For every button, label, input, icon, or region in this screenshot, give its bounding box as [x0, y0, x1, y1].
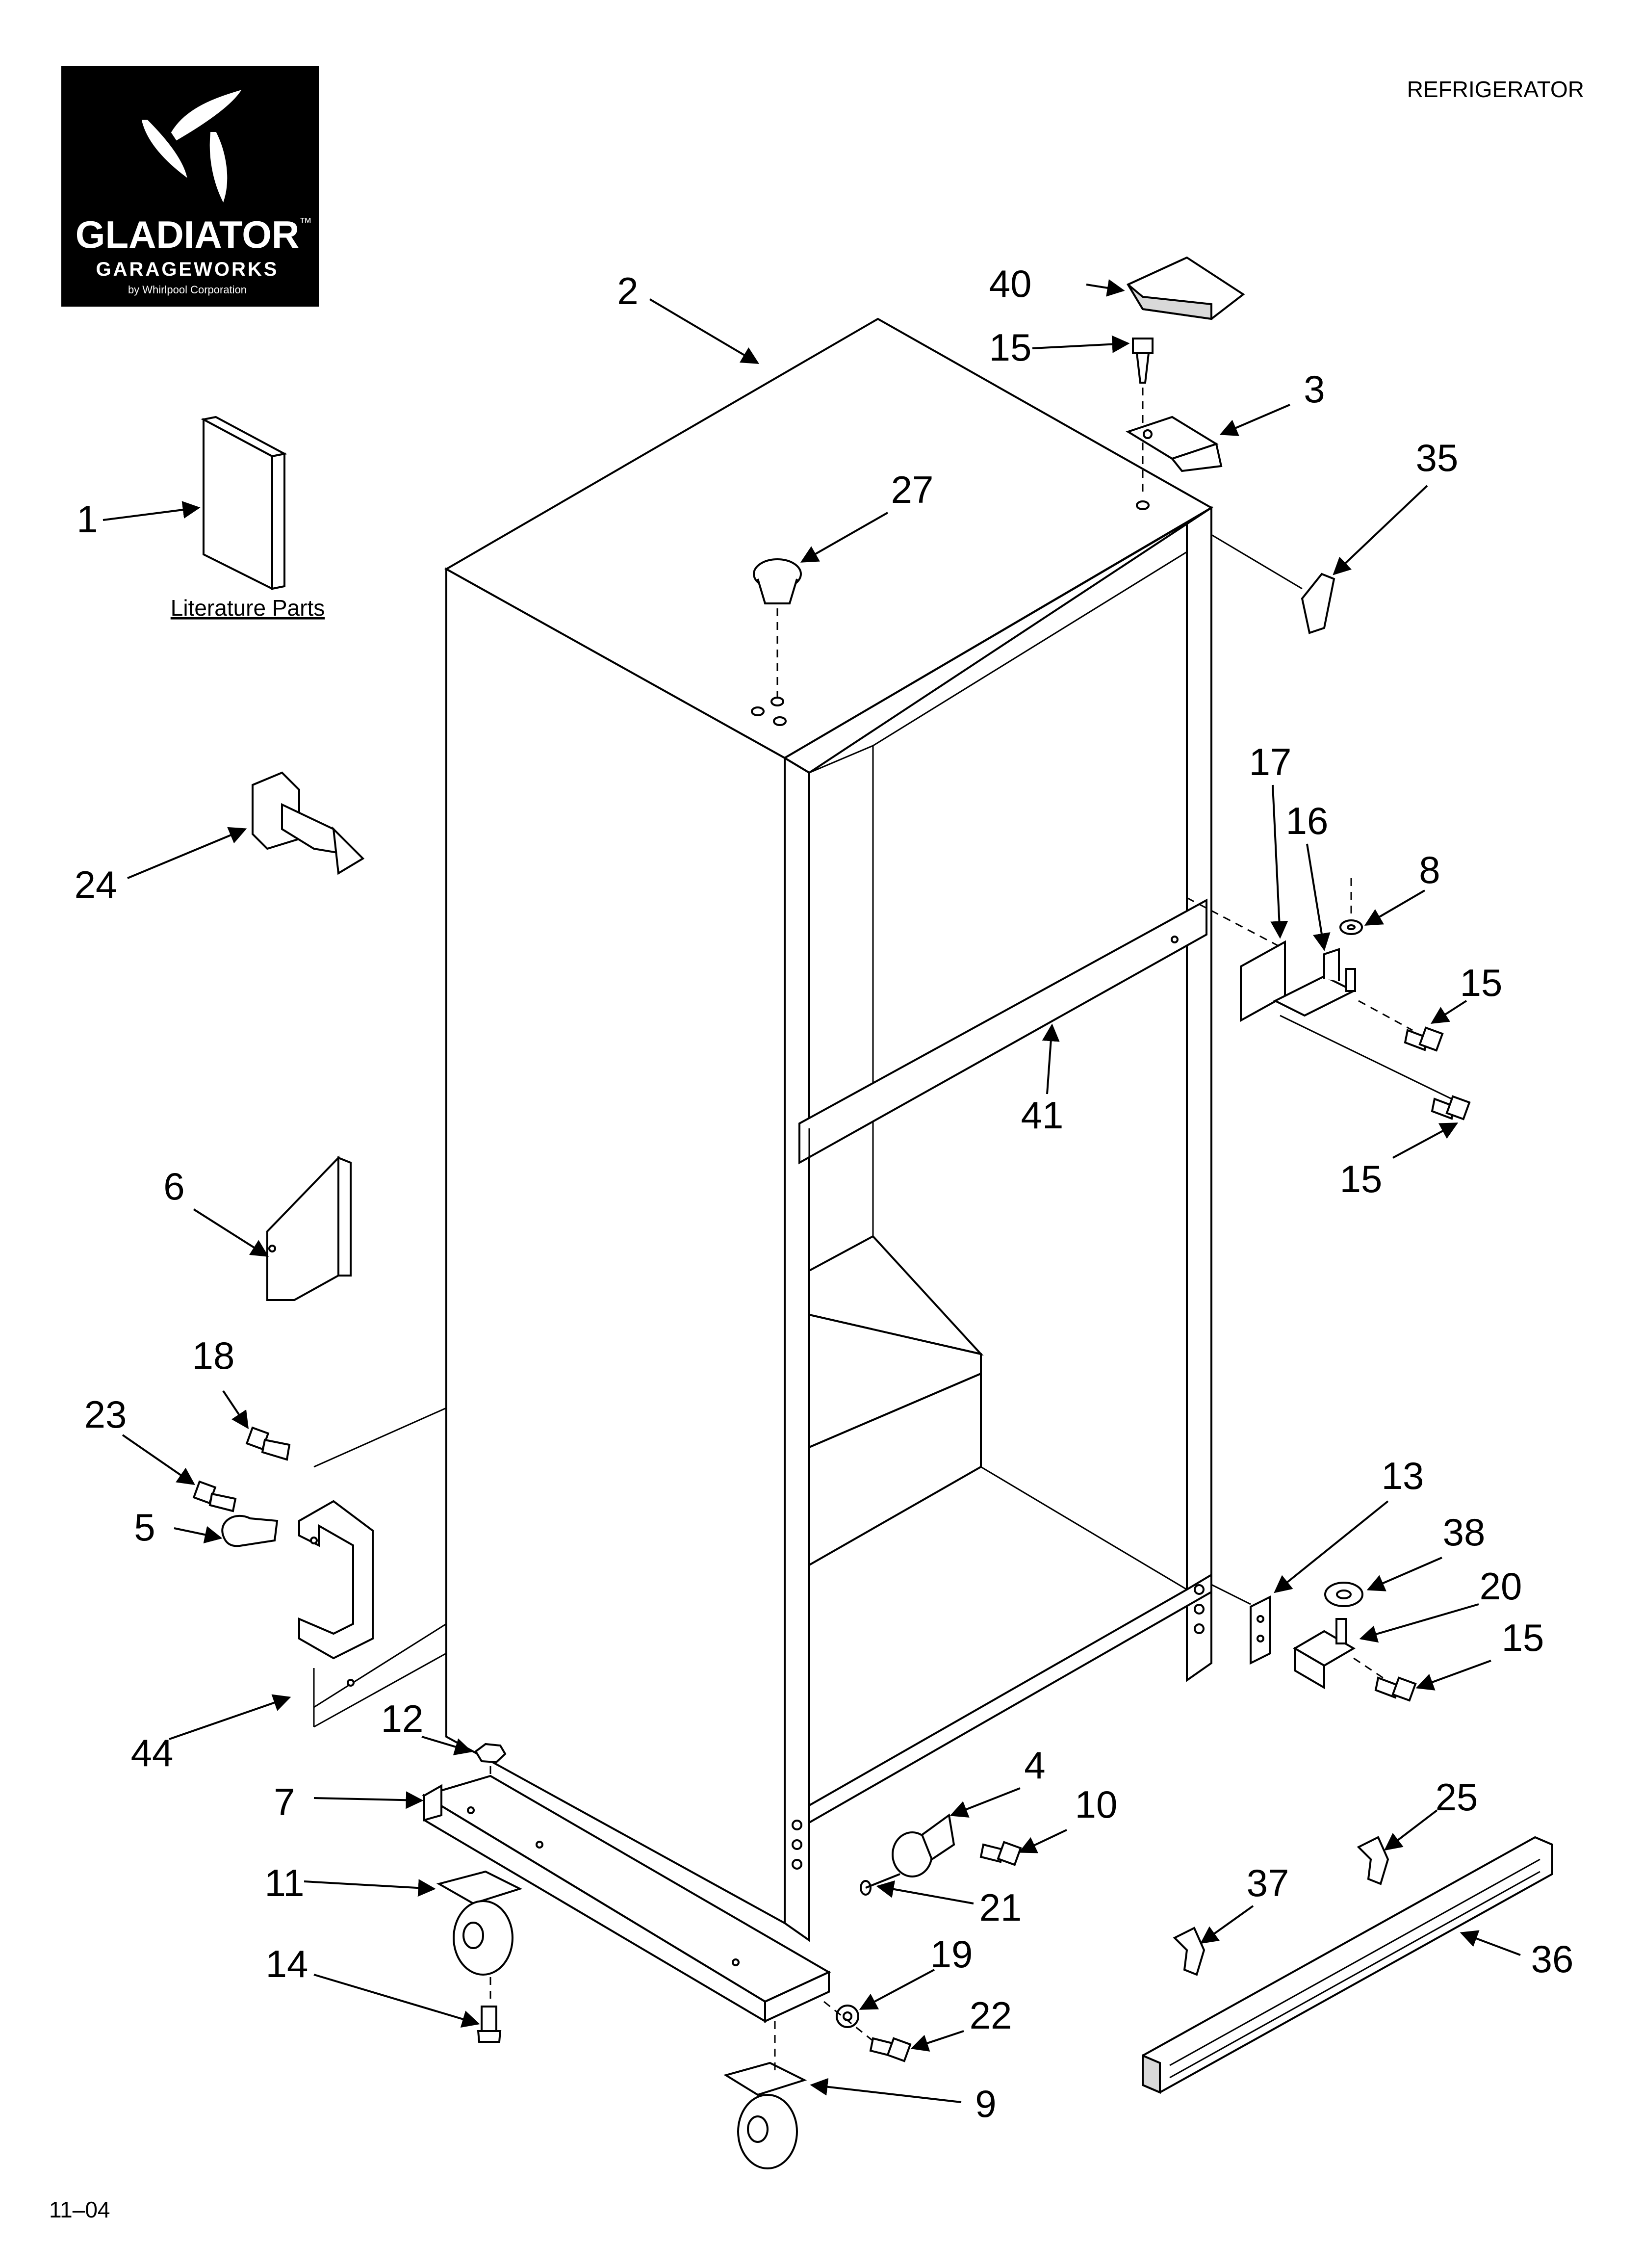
callout-3: 3: [1304, 367, 1325, 411]
hinge-plate-13: [1250, 1595, 1271, 1665]
middle-hinge-17: [1240, 940, 1286, 1022]
leveler-24: [252, 771, 365, 875]
screw-15-bottom: [1374, 1676, 1417, 1702]
logo-tm: ™: [299, 215, 312, 230]
washer-38: [1324, 1582, 1363, 1607]
center-rail-41: [798, 898, 1207, 1168]
callout-4: 4: [1024, 1744, 1045, 1787]
cover-panel-6: [266, 1155, 352, 1301]
clip-35: [1301, 573, 1335, 634]
callout-18: 18: [192, 1334, 235, 1377]
refrigerator-cabinet: [313, 317, 1214, 1942]
screw-15-mid-a: [1404, 1026, 1444, 1052]
callout-6: 6: [163, 1165, 184, 1208]
literature-label: Literature Parts: [171, 595, 325, 621]
leader-lines: [103, 279, 1521, 2103]
callout-37: 37: [1247, 1861, 1289, 1904]
callout-40: 40: [989, 262, 1032, 305]
washer-19: [836, 2005, 859, 2028]
logo-byline: by Whirlpool Corporation: [128, 284, 247, 296]
callout-38: 38: [1443, 1511, 1486, 1554]
grille-36: [1142, 1836, 1553, 2094]
logo-garageworks: GARAGEWORKS: [96, 259, 279, 280]
caster-9: [723, 2061, 807, 2169]
callout-23: 23: [84, 1393, 127, 1436]
callout-10: 10: [1075, 1783, 1118, 1826]
callout-24: 24: [75, 863, 117, 906]
base-rail-7: [422, 1774, 831, 2023]
logo-brand: GLADIATOR: [76, 213, 299, 256]
nut-12: [474, 1743, 507, 1764]
clip-37: [1173, 1927, 1206, 1976]
clip-25: [1357, 1836, 1389, 1885]
callout-12: 12: [381, 1697, 424, 1740]
callout-9: 9: [975, 2082, 996, 2125]
callout-22: 22: [970, 1994, 1012, 2037]
callout-35: 35: [1416, 436, 1459, 479]
callout-41: 41: [1021, 1094, 1064, 1137]
callout-14: 14: [266, 1942, 308, 1985]
top-hinge-3: [1126, 416, 1223, 472]
callout-13: 13: [1382, 1454, 1424, 1497]
callout-numbers: 1 2 40 15 3 35 27 24 17 16 8 15 41 15 6 …: [75, 262, 1574, 2125]
callout-16: 16: [1286, 799, 1329, 842]
callout-44: 44: [131, 1731, 174, 1774]
callout-25: 25: [1436, 1775, 1478, 1819]
blade-mark-icon: [141, 90, 242, 203]
screw-18: [245, 1426, 291, 1461]
callout-15-bottom: 15: [1502, 1616, 1544, 1659]
bottom-hinge-20: [1293, 1618, 1356, 1690]
screw-23: [192, 1480, 237, 1512]
gladiator-logo: GLADIATOR ™ GARAGEWORKS by Whirlpool Cor…: [61, 66, 319, 307]
callout-20: 20: [1480, 1564, 1522, 1608]
washer-8: [1339, 919, 1363, 935]
callout-2: 2: [617, 269, 638, 313]
callout-15-top: 15: [989, 326, 1032, 369]
callout-36: 36: [1531, 1937, 1574, 1981]
caster-bracket-4: [892, 1813, 955, 1877]
callout-15-mid-b: 15: [1340, 1157, 1383, 1200]
bolt-14: [477, 2006, 502, 2043]
literature-parts: [201, 416, 287, 591]
callout-19: 19: [930, 1932, 973, 1976]
caster-11: [436, 1870, 523, 1976]
callout-21: 21: [979, 1886, 1022, 1929]
callout-7: 7: [274, 1780, 295, 1824]
screw-22: [869, 2037, 912, 2062]
screw-15-top: [1132, 338, 1154, 384]
screw-10: [979, 1841, 1022, 1866]
callout-27: 27: [891, 468, 934, 511]
screw-15-mid-b: [1431, 1095, 1471, 1121]
revision-code: 11–04: [49, 2197, 110, 2222]
hinge-cover-40: [1127, 256, 1245, 320]
callout-11: 11: [265, 1861, 305, 1904]
diagram-title: REFRIGERATOR: [1407, 77, 1584, 102]
callout-17: 17: [1249, 740, 1292, 783]
callout-15-mid-a: 15: [1460, 961, 1503, 1004]
callout-5: 5: [134, 1506, 155, 1549]
pin-21: [860, 1873, 900, 1896]
plug-27: [753, 558, 802, 604]
callout-8: 8: [1419, 848, 1440, 891]
clamp-5: [221, 1515, 279, 1547]
callout-1: 1: [77, 497, 98, 541]
middle-hinge-16: [1273, 948, 1356, 1017]
bracket-44: [298, 1500, 447, 1728]
